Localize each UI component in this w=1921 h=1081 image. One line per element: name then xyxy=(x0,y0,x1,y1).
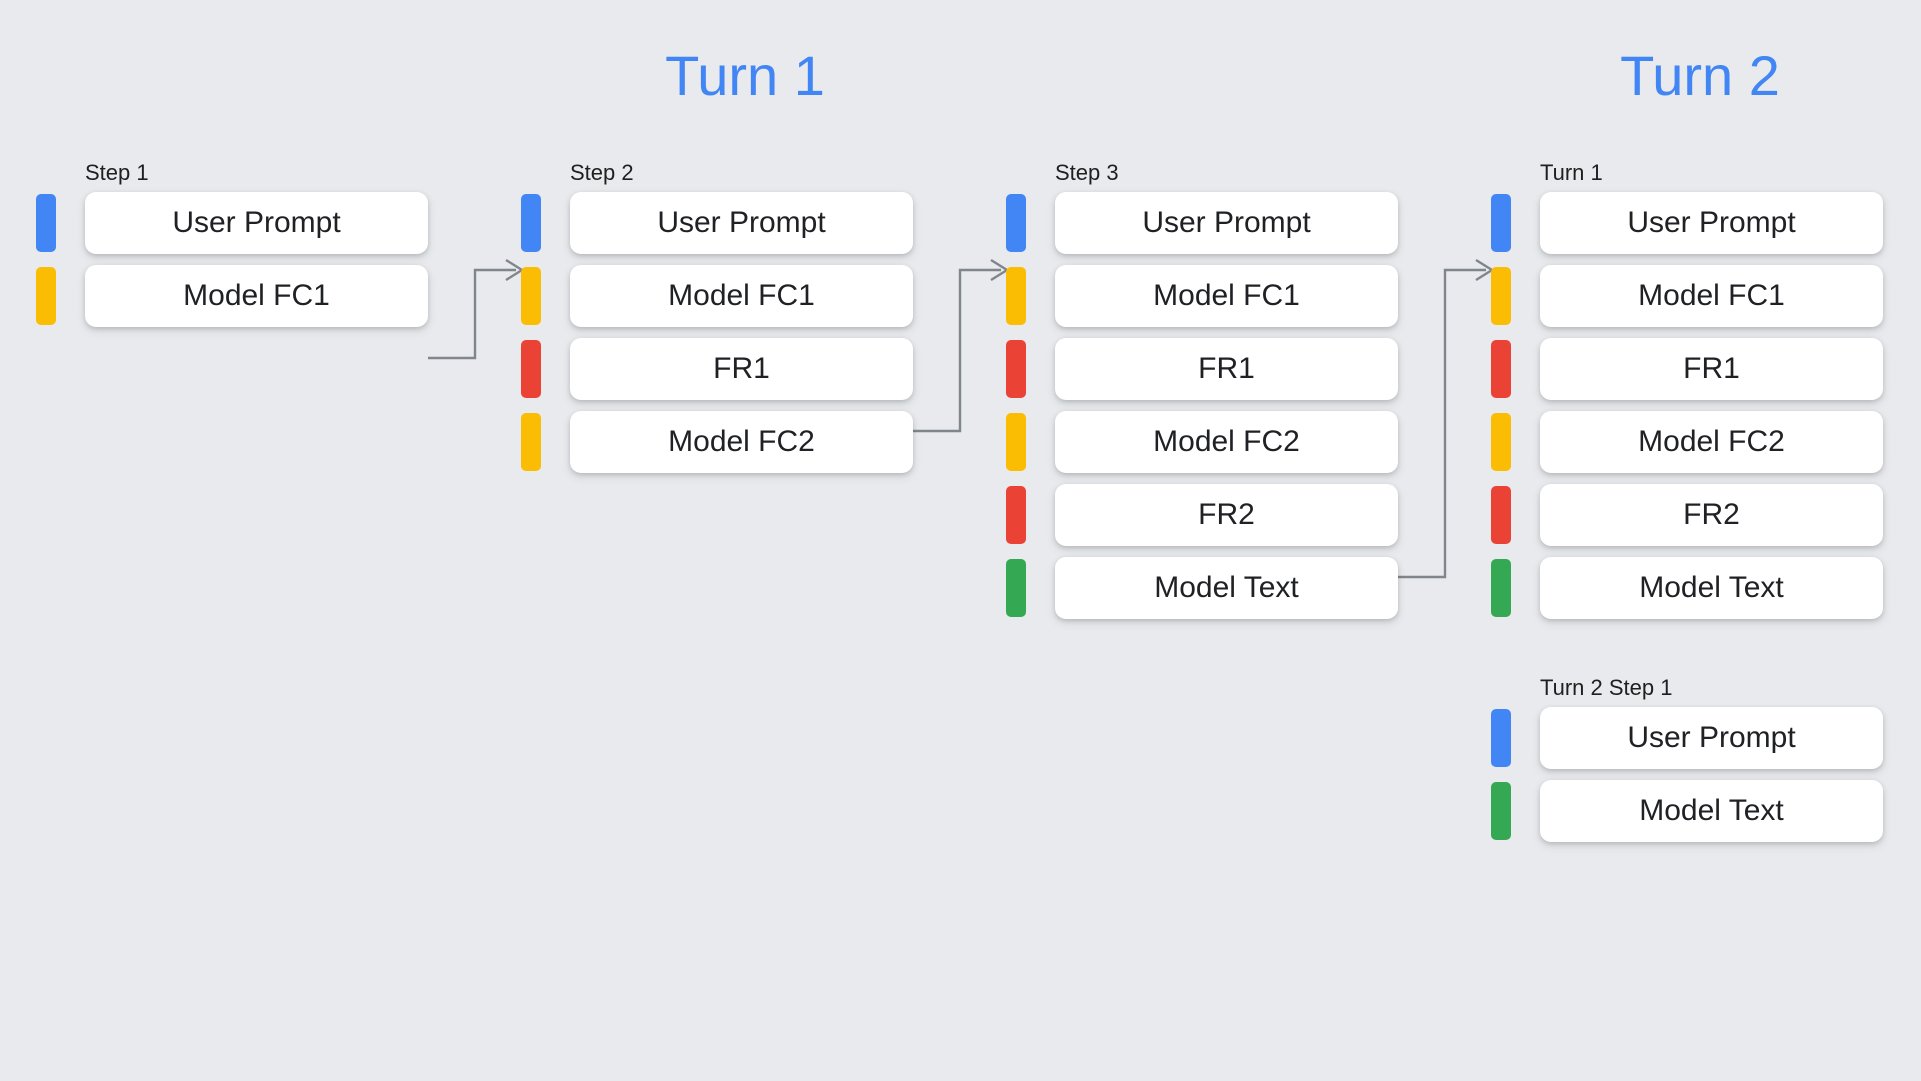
context-card[interactable]: Model Text xyxy=(1055,557,1398,619)
context-card-label: Model FC2 xyxy=(1638,425,1785,458)
color-bar-yellow xyxy=(36,267,56,325)
color-bar-yellow xyxy=(1491,267,1511,325)
context-card-label: FR2 xyxy=(1198,498,1255,531)
connector-step3-to-turn2 xyxy=(1398,258,1495,579)
context-card[interactable]: Model FC2 xyxy=(1055,411,1398,473)
context-card-label: User Prompt xyxy=(172,206,341,239)
context-card[interactable]: FR1 xyxy=(1055,338,1398,400)
context-card[interactable]: User Prompt xyxy=(85,192,428,254)
context-card-label: Model FC1 xyxy=(1638,279,1785,312)
color-bar-red xyxy=(1491,340,1511,398)
context-card-label: Model FC1 xyxy=(1153,279,1300,312)
column-label-turn1-step1: Step 1 xyxy=(85,160,149,185)
color-bar-red xyxy=(1006,340,1026,398)
color-bar-blue xyxy=(36,194,56,252)
context-card[interactable]: Model Text xyxy=(1540,557,1883,619)
color-bar-red xyxy=(1006,486,1026,544)
color-bar-green xyxy=(1491,559,1511,617)
color-bar-red xyxy=(521,340,541,398)
turn-1-title: Turn 1 xyxy=(665,44,825,107)
column-label-turn2-step1: Turn 2 Step 1 xyxy=(1540,675,1673,700)
column-label-turn2-turn1: Turn 1 xyxy=(1540,160,1603,185)
color-bar-yellow xyxy=(1006,267,1026,325)
context-card-label: User Prompt xyxy=(1627,721,1796,754)
context-card-label: User Prompt xyxy=(1627,206,1796,239)
context-card[interactable]: User Prompt xyxy=(570,192,913,254)
context-card-label: Model FC1 xyxy=(668,279,815,312)
context-card[interactable]: User Prompt xyxy=(1540,192,1883,254)
color-bar-green xyxy=(1006,559,1026,617)
context-card[interactable]: User Prompt xyxy=(1540,707,1883,769)
context-card[interactable]: User Prompt xyxy=(1055,192,1398,254)
color-bar-blue xyxy=(1006,194,1026,252)
context-card-label: Model Text xyxy=(1639,571,1784,604)
context-card-label: Model FC2 xyxy=(1153,425,1300,458)
color-bar-blue xyxy=(521,194,541,252)
column-label-turn1-step3: Step 3 xyxy=(1055,160,1119,185)
color-bar-blue xyxy=(1491,194,1511,252)
context-card-label: User Prompt xyxy=(1142,206,1311,239)
context-card-label: Model Text xyxy=(1154,571,1299,604)
context-card-label: FR2 xyxy=(1683,498,1740,531)
context-card-label: FR1 xyxy=(713,352,770,385)
color-bar-yellow xyxy=(1491,413,1511,471)
color-bar-red xyxy=(1491,486,1511,544)
context-card[interactable]: FR2 xyxy=(1540,484,1883,546)
context-card[interactable]: Model FC1 xyxy=(570,265,913,327)
context-card-label: Model Text xyxy=(1639,794,1784,827)
context-card[interactable]: Model Text xyxy=(1540,780,1883,842)
color-bar-blue xyxy=(1491,709,1511,767)
context-card[interactable]: FR2 xyxy=(1055,484,1398,546)
color-bar-yellow xyxy=(521,267,541,325)
color-bar-yellow xyxy=(1006,413,1026,471)
color-bar-yellow xyxy=(521,413,541,471)
color-bar-green xyxy=(1491,782,1511,840)
context-card[interactable]: Model FC2 xyxy=(1540,411,1883,473)
connector-step2-to-step3 xyxy=(913,258,1010,433)
context-card-label: FR1 xyxy=(1198,352,1255,385)
context-card[interactable]: Model FC1 xyxy=(85,265,428,327)
context-card[interactable]: FR1 xyxy=(1540,338,1883,400)
context-card[interactable]: FR1 xyxy=(570,338,913,400)
context-card-label: User Prompt xyxy=(657,206,826,239)
turn-2-title: Turn 2 xyxy=(1620,44,1780,107)
column-label-turn1-step2: Step 2 xyxy=(570,160,634,185)
context-card[interactable]: Model FC1 xyxy=(1540,265,1883,327)
context-card-label: FR1 xyxy=(1683,352,1740,385)
context-card-label: Model FC2 xyxy=(668,425,815,458)
context-card[interactable]: Model FC1 xyxy=(1055,265,1398,327)
context-card[interactable]: Model FC2 xyxy=(570,411,913,473)
context-card-label: Model FC1 xyxy=(183,279,330,312)
connector-step1-to-step2 xyxy=(428,258,525,360)
